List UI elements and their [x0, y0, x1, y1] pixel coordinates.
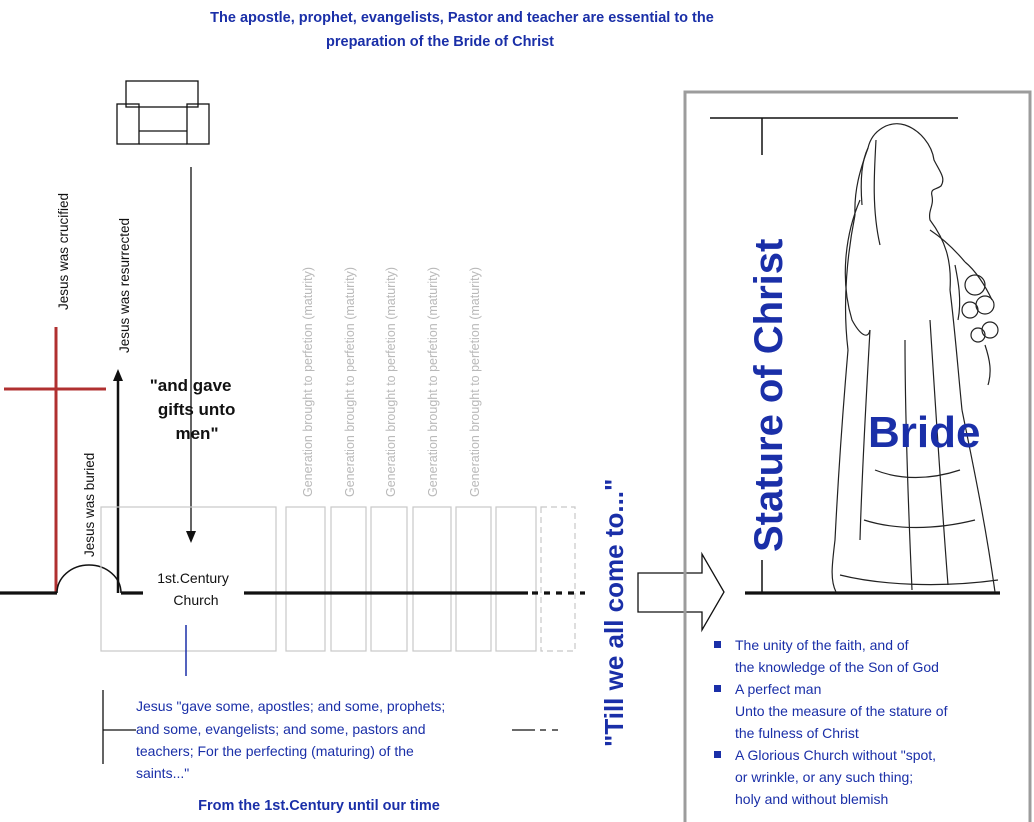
gave-gifts-line-3: men" [175, 424, 218, 443]
generation-box-church [100, 506, 277, 652]
bullet-marker [714, 641, 721, 648]
church-label-line-1: 1st.Century [157, 570, 229, 586]
church-label: 1st.Century Church [157, 570, 232, 608]
generation-box [285, 506, 326, 652]
bullet-2-line-3: the fulness of Christ [735, 725, 859, 741]
bullet-marker [714, 751, 721, 758]
scripture-line-2: and some, evangelists; and some, pastors… [136, 721, 426, 737]
generation-box [495, 506, 537, 652]
bullet-3-line-1: A Glorious Church without "spot, [735, 747, 936, 763]
scripture-text: Jesus "gave some, apostles; and some, pr… [136, 698, 449, 781]
throne-icon [116, 80, 210, 145]
scripture-line-4: saints..." [136, 765, 189, 781]
generation-label-4: Generation brought to perfetion (maturit… [426, 267, 440, 497]
till-we-all-come-text: "Till we all come to..." [599, 479, 629, 747]
gave-gifts-quote: "and gave gifts unto men" [150, 376, 240, 443]
church-label-line-2: Church [173, 592, 218, 608]
up-arrow-icon [113, 369, 123, 381]
bullet-1-line-2: the knowledge of the Son of God [735, 659, 939, 675]
generation-box [412, 506, 452, 652]
bullet-1-line-1: The unity of the faith, and of [735, 637, 909, 653]
bullet-item-2: A perfect man Unto the measure of the st… [735, 681, 951, 741]
stature-of-christ-label: Stature of Christ [747, 239, 791, 552]
buried-label: Jesus was buried [82, 453, 97, 557]
generation-box-future [540, 506, 576, 652]
title-line-2: preparation of the Bride of Christ [326, 34, 554, 50]
bullet-3-line-3: holy and without blemish [735, 791, 888, 807]
bullet-item-1: The unity of the faith, and of the knowl… [735, 637, 939, 675]
scripture-bracket [102, 690, 562, 764]
crucified-label: Jesus was crucified [56, 193, 71, 310]
scripture-line-1: Jesus "gave some, apostles; and some, pr… [136, 698, 445, 714]
tomb-arc-icon [56, 564, 122, 594]
bullet-3-line-2: or wrinkle, or any such thing; [735, 769, 913, 785]
down-arrow-icon [186, 531, 196, 543]
bullet-2-line-1: A perfect man [735, 681, 821, 697]
footer-caption: From the 1st.Century until our time [198, 798, 440, 814]
bullet-item-3: A Glorious Church without "spot, or wrin… [735, 747, 940, 807]
generation-label-1: Generation brought to perfetion (maturit… [301, 267, 315, 497]
bride-panel-frame [683, 90, 1032, 822]
scripture-line-3: teachers; For the perfecting (maturing) … [136, 743, 414, 759]
generation-box [455, 506, 492, 652]
bullet-marker [714, 685, 721, 692]
bullet-list: The unity of the faith, and of the knowl… [714, 637, 951, 807]
gave-gifts-line-1: "and gave [150, 376, 232, 395]
title-line-1: The apostle, prophet, evangelists, Pasto… [210, 10, 714, 26]
generation-box [330, 506, 367, 652]
gave-gifts-line-2: gifts unto [158, 400, 235, 419]
generation-label-2: Generation brought to perfetion (maturit… [343, 267, 357, 497]
bullet-2-line-2: Unto the measure of the stature of [735, 703, 948, 719]
cross-icon [4, 327, 106, 593]
right-arrow-icon [637, 551, 725, 633]
resurrected-label: Jesus was resurrected [117, 218, 132, 353]
generation-label-5: Generation brought to perfetion (maturit… [468, 267, 482, 497]
bride-illustration [831, 123, 999, 593]
generation-boxes [100, 506, 576, 652]
generation-box [370, 506, 408, 652]
generation-label-3: Generation brought to perfetion (maturit… [384, 267, 398, 497]
bride-label: Bride [868, 408, 980, 457]
